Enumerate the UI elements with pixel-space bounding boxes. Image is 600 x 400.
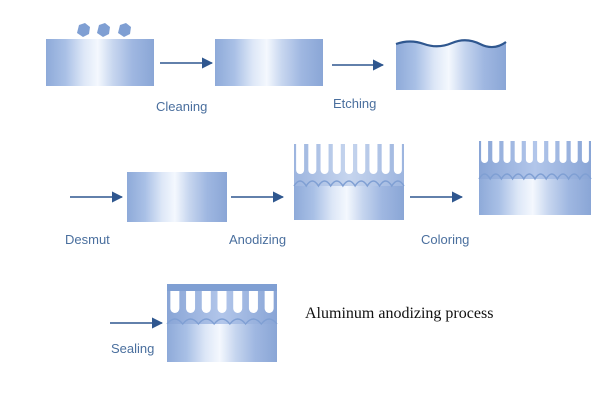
pore — [201, 291, 211, 313]
pore — [481, 141, 489, 163]
block-anodized — [293, 144, 405, 220]
etched-surface-line — [395, 39, 507, 49]
block-colored — [478, 141, 592, 215]
pore — [264, 291, 274, 313]
pore — [570, 141, 578, 163]
dirt-particle — [118, 23, 131, 37]
barrier-layer — [166, 318, 278, 326]
pore — [170, 291, 180, 313]
block-sealed — [166, 284, 278, 362]
step-label-desmut: Desmut — [65, 232, 110, 247]
block-initial — [46, 23, 154, 86]
pore — [548, 141, 556, 163]
pore — [559, 141, 567, 163]
block-cleaned — [215, 39, 323, 86]
step-label-sealing: Sealing — [111, 341, 155, 356]
diagram-caption: Aluminum anodizing process — [305, 305, 494, 322]
step-label-anodizing: Anodizing — [229, 232, 287, 247]
pore — [381, 144, 390, 174]
pore — [345, 144, 353, 174]
pore — [503, 141, 511, 163]
pore — [393, 144, 402, 174]
block-desmutted — [127, 172, 227, 222]
pore — [492, 141, 500, 163]
pore — [525, 141, 533, 163]
pore — [357, 144, 366, 174]
pore — [186, 291, 196, 313]
dirt-particle — [77, 23, 90, 37]
dirt-particle — [97, 23, 110, 37]
step-label-etching: Etching — [333, 96, 377, 111]
pore — [248, 291, 258, 313]
seal-band — [167, 284, 277, 291]
pore — [369, 144, 378, 174]
pore — [581, 141, 589, 163]
pore — [320, 144, 329, 174]
pore — [537, 141, 545, 163]
step-label-coloring: Coloring — [421, 232, 470, 247]
pore — [217, 291, 227, 313]
pore — [332, 144, 341, 174]
barrier-layer — [293, 180, 405, 188]
block-etched — [395, 39, 507, 90]
pore — [308, 144, 317, 174]
step-label-cleaning: Cleaning — [156, 99, 208, 114]
pore — [296, 144, 305, 174]
pore — [233, 291, 243, 313]
barrier-layer — [478, 173, 592, 181]
pore — [514, 141, 522, 163]
